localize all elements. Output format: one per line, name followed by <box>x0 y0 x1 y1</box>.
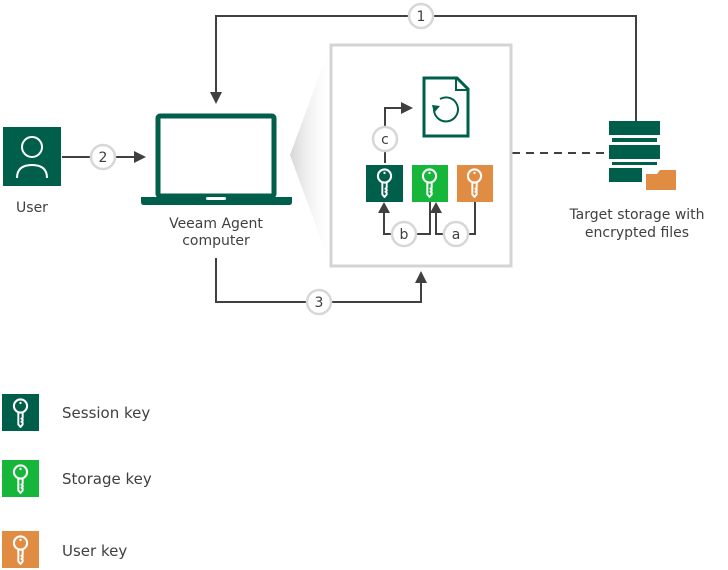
storage-node: Target storage with encrypted files <box>568 121 705 241</box>
svg-text:c: c <box>381 132 389 148</box>
key-storage <box>412 165 448 202</box>
computer-label-line1: Veeam Agent <box>169 216 263 232</box>
legend-item-user-key: User key <box>2 531 127 568</box>
computer-node: Veeam Agent computer <box>141 113 292 249</box>
svg-text:b: b <box>400 227 409 243</box>
storage-label-line2: encrypted files <box>585 225 689 241</box>
svg-text:3: 3 <box>315 295 324 311</box>
step-3-badge: 3 <box>305 288 333 316</box>
storage-icon <box>609 121 676 190</box>
step-b-badge: b <box>390 220 418 248</box>
arrow-head-2 <box>134 151 146 163</box>
svg-text:2: 2 <box>99 150 108 166</box>
svg-text:a: a <box>452 227 461 243</box>
legend-item-storage-key: Storage key <box>2 460 152 497</box>
laptop-icon <box>141 113 292 205</box>
arrow-head-a <box>430 202 442 213</box>
key-session <box>366 165 403 202</box>
arrow-head-b <box>378 202 390 213</box>
key-user <box>457 165 493 202</box>
svg-text:User key: User key <box>62 542 127 560</box>
step-2-badge: 2 <box>89 143 117 171</box>
storage-label-line1: Target storage with <box>568 207 704 223</box>
step-a-badge: a <box>442 220 470 248</box>
zoom-funnel <box>290 46 330 264</box>
legend-item-session-key: Session key <box>2 394 150 431</box>
restore-file-icon <box>422 76 470 138</box>
arrow-head-3 <box>415 271 427 283</box>
svg-text:Storage key: Storage key <box>62 470 152 488</box>
folder-icon <box>646 170 676 190</box>
svg-text:Session key: Session key <box>62 404 150 422</box>
arrow-head-1 <box>210 92 222 104</box>
detail-box <box>329 43 513 268</box>
user-node: User <box>3 127 61 216</box>
svg-text:1: 1 <box>417 9 426 25</box>
step-1-badge: 1 <box>407 2 435 30</box>
arrow-head-c <box>401 102 413 114</box>
user-label: User <box>16 200 48 216</box>
computer-label-line2: computer <box>182 233 250 249</box>
step-c-badge: c <box>371 125 399 153</box>
legend: Session key Storage key User key <box>2 394 152 568</box>
